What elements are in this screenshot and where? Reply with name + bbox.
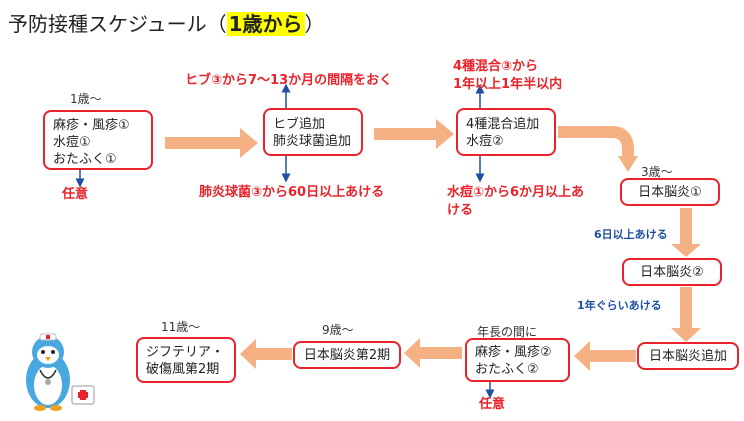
- age-label-kindergarten: 年長の間に: [477, 325, 538, 339]
- note-je-gap-1year: 1年ぐらいあける: [577, 299, 662, 312]
- age-label-11yr: 11歳〜: [161, 320, 201, 334]
- box-line: 水痘②: [466, 134, 504, 149]
- arrow-b4-b5: [671, 208, 701, 257]
- arrow-b2-b3: [374, 119, 454, 149]
- box-je1: 日本脳炎①: [620, 178, 720, 206]
- box-dt-phase2: ジフテリア・ 破傷風第2期: [136, 337, 236, 383]
- box-line: ヒブ追加: [273, 117, 326, 132]
- box-line: 破傷風第2期: [146, 362, 220, 377]
- page-title: 予防接種スケジュール（1歳から）: [8, 8, 325, 37]
- age-label-9yr: 9歳〜: [322, 323, 354, 337]
- title-prefix: 予防接種スケジュール（: [8, 12, 227, 36]
- note-je-gap-6days: 6日以上あける: [594, 228, 668, 241]
- note-varicella-interval: 水痘①から6か月以上あ ける: [447, 184, 584, 220]
- age-label-1yr: 1歳〜: [70, 92, 102, 106]
- box-je2: 日本脳炎②: [622, 258, 722, 286]
- box-line: 麻疹・風疹②: [475, 345, 552, 360]
- note-hib-interval: ヒブ③から7〜13か月の間隔をおく: [185, 73, 393, 88]
- box-je-booster: 日本脳炎追加: [637, 342, 739, 370]
- box-je-phase2: 日本脳炎第2期: [293, 341, 401, 369]
- box-line: 水痘①: [53, 135, 91, 150]
- box-line: 日本脳炎第2期: [303, 348, 391, 363]
- penguin-mascot-icon: [26, 333, 95, 411]
- box-line: ジフテリア・: [146, 345, 225, 360]
- note-varicella-line2: ける: [447, 203, 474, 218]
- note-dtp-line2: 1年以上1年半以内: [453, 77, 563, 92]
- box-dtp-booster-var2: 4種混合追加 水痘②: [456, 108, 556, 156]
- box-line: 4種混合追加: [466, 117, 540, 132]
- box-hib-pneumo-booster: ヒブ追加 肺炎球菌追加: [263, 108, 363, 156]
- box-line: 日本脳炎①: [638, 185, 702, 200]
- box-line: おたふく②: [475, 362, 539, 377]
- title-suffix: ）: [304, 12, 325, 36]
- box-line: 麻疹・風疹①: [53, 118, 130, 133]
- arrow-b6-b7: [574, 341, 636, 371]
- arrow-b7-b8: [404, 338, 462, 368]
- note-dtp-line1: 4種混合③から: [453, 59, 539, 74]
- note-pneumo-interval: 肺炎球菌③から60日以上あける: [199, 185, 385, 200]
- box-line: おたふく①: [53, 152, 117, 167]
- arrow-b1-b2: [165, 128, 258, 158]
- box-mr1-var1-mumps1: 麻疹・風疹① 水痘① おたふく①: [43, 110, 153, 170]
- note-optional-2: 任意: [479, 397, 506, 412]
- box-line: 肺炎球菌追加: [273, 134, 352, 149]
- box-mr2-mumps2: 麻疹・風疹② おたふく②: [465, 338, 570, 382]
- note-varicella-line1: 水痘①から6か月以上あ: [447, 185, 585, 200]
- note-dtp-interval: 4種混合③から 1年以上1年半以内: [453, 58, 562, 94]
- arrow-b3-b4: [558, 126, 638, 172]
- title-highlight: 1歳から: [226, 12, 305, 36]
- age-label-3yr: 3歳〜: [641, 165, 673, 179]
- arrow-b8-b9: [240, 339, 292, 369]
- note-optional-1: 任意: [62, 187, 89, 202]
- box-line: 日本脳炎②: [640, 265, 704, 280]
- box-line: 日本脳炎追加: [648, 349, 727, 364]
- arrow-b5-b6: [671, 287, 701, 342]
